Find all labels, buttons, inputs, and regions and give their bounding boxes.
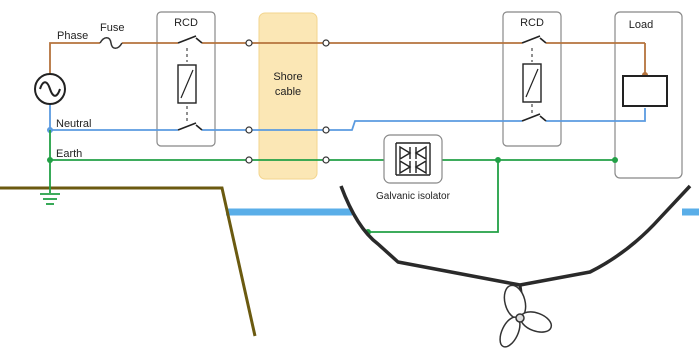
earth-label: Earth — [56, 148, 82, 160]
rcd-right-box — [502, 11, 562, 147]
shore-cable-label-line2: cable — [275, 86, 301, 98]
rcd-right-label: RCD — [520, 17, 544, 29]
load-box — [614, 11, 683, 179]
ac-source-icon — [34, 73, 66, 105]
fuse-label: Fuse — [100, 22, 124, 34]
neutral-label: Neutral — [56, 118, 91, 130]
boat-hull — [339, 184, 692, 287]
phase-line — [49, 42, 646, 75]
rcd-right-coil — [522, 63, 542, 103]
shore-cable-terminals — [245, 39, 330, 164]
rcd-left-box — [156, 11, 216, 147]
earth-load-node — [612, 157, 618, 163]
earth-line — [49, 130, 615, 233]
shore-cable-band — [258, 12, 318, 180]
ground-icon — [40, 193, 60, 205]
fuse-symbol — [99, 37, 123, 49]
quay-ground — [0, 186, 257, 337]
shore-cable-label-line1: Shore — [273, 71, 302, 83]
phase-label: Phase — [57, 30, 88, 42]
galvanic-isolator-label: Galvanic isolator — [376, 191, 451, 202]
galvanic-isolator — [383, 134, 443, 184]
rcd-left-coil — [177, 64, 197, 104]
rcd-right-switches — [521, 35, 547, 122]
rcd-left-label: RCD — [174, 17, 198, 29]
load-label: Load — [629, 19, 653, 31]
rcd-left-switches — [177, 35, 203, 131]
load-element — [622, 75, 668, 107]
propeller-icon — [499, 284, 553, 348]
earth-boat-node — [495, 157, 501, 163]
earth-source-node — [47, 157, 53, 163]
neutral-line — [49, 104, 646, 131]
